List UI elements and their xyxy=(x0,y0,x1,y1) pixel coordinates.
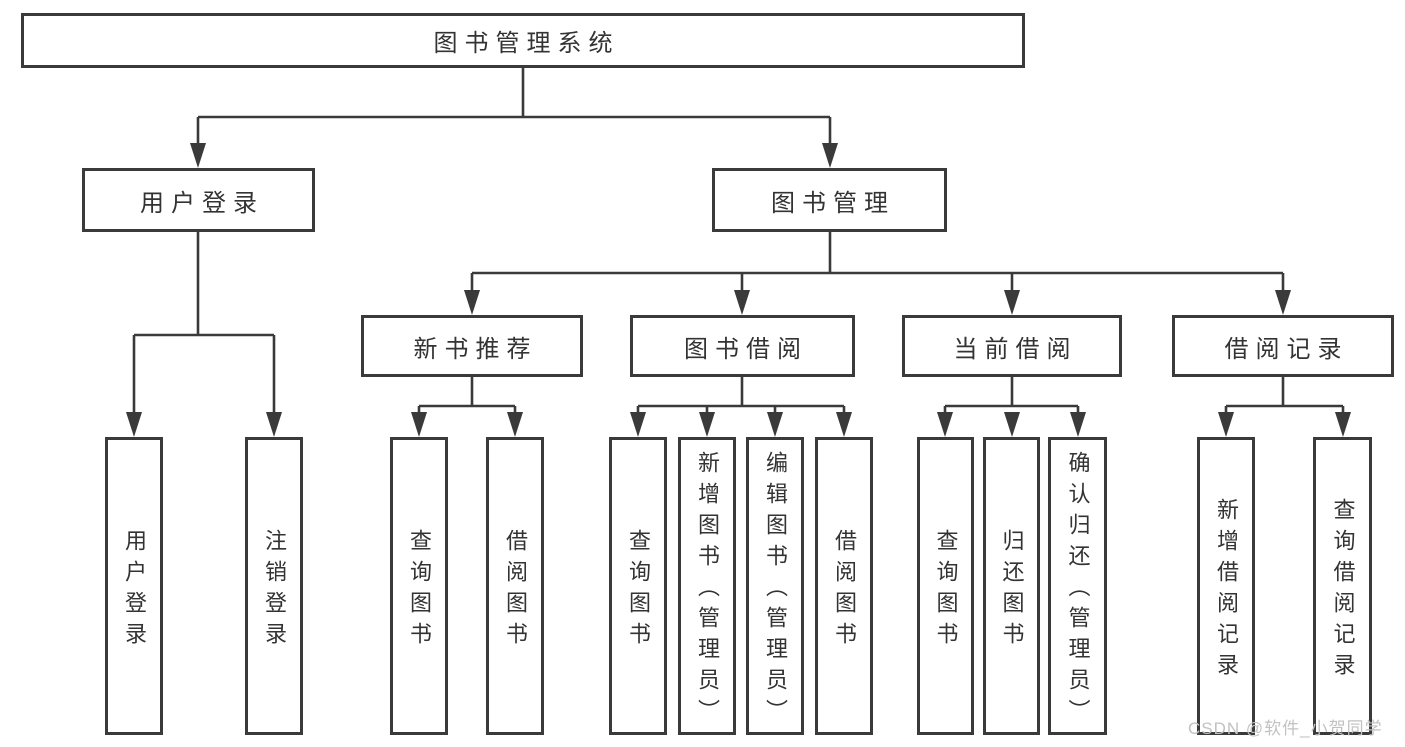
arrowhead-icon xyxy=(734,290,750,315)
node-user-login-label: 用户登录 xyxy=(140,189,264,217)
arrowhead-icon xyxy=(507,412,523,437)
leaf-query-borrow-record: 查询借阅记录 xyxy=(1313,437,1372,735)
leaf-user-login: 用户登录 xyxy=(105,437,163,735)
leaf-edit-book-admin: 编辑图书（管理员） xyxy=(746,437,804,735)
leaf-borrow-books-2: 借阅图书 xyxy=(815,437,873,735)
arrowhead-icon xyxy=(266,412,282,437)
leaf-query-borrow-record-label: 查询借阅记录 xyxy=(1330,497,1356,684)
node-new-book-recommend-label: 新书推荐 xyxy=(413,335,538,363)
leaf-query-books-2-label: 查询图书 xyxy=(626,528,651,653)
node-new-book-recommend: 新书推荐 xyxy=(361,315,583,377)
leaf-return-book-label: 归还图书 xyxy=(999,528,1025,653)
arrowhead-icon xyxy=(190,143,206,168)
leaf-add-borrow-record: 新增借阅记录 xyxy=(1197,437,1255,735)
leaf-borrow-books-1-label: 借阅图书 xyxy=(503,528,528,653)
leaf-borrow-books-1: 借阅图书 xyxy=(486,437,544,735)
arrowhead-icon xyxy=(126,412,142,437)
arrowhead-icon xyxy=(1275,290,1291,315)
node-book-management: 图书管理 xyxy=(712,168,947,232)
arrowhead-icon xyxy=(1335,412,1351,437)
leaf-query-books-3-label: 查询图书 xyxy=(933,528,959,653)
node-library-system: 图书管理系统 xyxy=(21,13,1025,68)
arrowhead-icon xyxy=(630,412,646,437)
node-borrow-records: 借阅记录 xyxy=(1172,315,1394,377)
arrowhead-icon xyxy=(767,412,783,437)
csdn-watermark: CSDN @软件_小贺同学 xyxy=(1188,719,1383,738)
leaf-borrow-books-2-label: 借阅图书 xyxy=(832,528,857,653)
leaf-query-books-1-label: 查询图书 xyxy=(407,528,432,653)
node-current-borrow-label: 当前借阅 xyxy=(953,335,1078,363)
leaf-user-login-label: 用户登录 xyxy=(122,528,147,653)
node-book-borrow: 图书借阅 xyxy=(630,315,855,377)
arrowhead-icon xyxy=(822,143,838,168)
leaf-confirm-return-admin: 确认归还（管理员） xyxy=(1048,437,1107,735)
arrowhead-icon xyxy=(1218,412,1234,437)
node-book-management-label: 图书管理 xyxy=(771,189,895,217)
arrowhead-icon xyxy=(1004,412,1020,437)
leaf-confirm-return-admin-label: 确认归还（管理员） xyxy=(1065,451,1091,730)
leaf-edit-book-admin-label: 编辑图书（管理员） xyxy=(763,451,788,730)
leaf-add-book-admin-label: 新增图书（管理员） xyxy=(695,451,720,730)
arrowhead-icon xyxy=(464,290,480,315)
leaf-query-books-2: 查询图书 xyxy=(609,437,667,735)
leaf-add-borrow-record-label: 新增借阅记录 xyxy=(1214,497,1239,684)
node-library-system-label: 图书管理系统 xyxy=(433,30,620,57)
arrowhead-icon xyxy=(699,412,715,437)
node-current-borrow: 当前借阅 xyxy=(902,315,1122,377)
leaf-add-book-admin: 新增图书（管理员） xyxy=(678,437,736,735)
leaf-return-book: 归还图书 xyxy=(983,437,1040,735)
arrowhead-icon xyxy=(836,412,852,437)
node-user-login: 用户登录 xyxy=(82,168,315,232)
leaf-query-books-1: 查询图书 xyxy=(390,437,448,735)
arrowhead-icon xyxy=(1004,290,1020,315)
arrowhead-icon xyxy=(937,412,953,437)
leaf-logout-login: 注销登录 xyxy=(245,437,303,735)
leaf-logout-login-label: 注销登录 xyxy=(262,528,287,653)
node-borrow-records-label: 借阅记录 xyxy=(1224,335,1349,363)
arrowhead-icon xyxy=(1070,412,1086,437)
arrowhead-icon xyxy=(411,412,427,437)
leaf-query-books-3: 查询图书 xyxy=(917,437,974,735)
node-book-borrow-label: 图书借阅 xyxy=(684,335,808,363)
